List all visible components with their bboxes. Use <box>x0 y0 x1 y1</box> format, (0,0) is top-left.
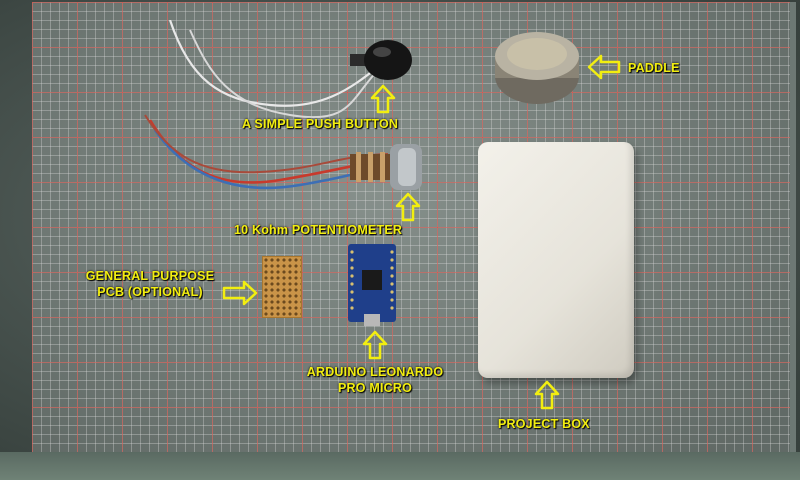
label-pcb-line2: PCB (OPTIONAL) <box>97 285 203 299</box>
arduino-pro-micro <box>348 244 396 326</box>
arrow-up-icon <box>370 84 396 114</box>
arrow-up-icon <box>534 380 560 410</box>
label-push-button: A SIMPLE PUSH BUTTON <box>242 117 399 131</box>
label-project-box: PROJECT BOX <box>498 417 590 431</box>
label-arduino-line2: PRO MICRO <box>337 381 413 395</box>
label-general-purpose-pcb: GENERAL PURPOSE PCB (OPTIONAL) <box>78 268 222 300</box>
potentiometer <box>350 144 422 190</box>
label-arduino-line1: ARDUINO LEONARDO <box>306 365 444 379</box>
label-pcb-line1: GENERAL PURPOSE <box>85 269 215 283</box>
cutting-mat <box>32 2 796 474</box>
push-button <box>350 40 412 80</box>
label-potentiometer: 10 Kohm POTENTIOMETER <box>234 223 403 237</box>
project-box <box>478 142 634 378</box>
push-button-wires <box>168 20 381 119</box>
arrow-right-icon <box>222 280 258 306</box>
mat-edge <box>0 452 800 480</box>
label-arduino: ARDUINO LEONARDO PRO MICRO <box>290 364 460 396</box>
general-purpose-pcb <box>262 256 302 318</box>
paddle-knob <box>495 32 579 104</box>
arrow-up-icon <box>362 330 388 360</box>
arrow-left-icon <box>587 54 621 80</box>
arrow-up-icon <box>395 192 421 222</box>
label-paddle: PADDLE <box>628 61 680 75</box>
